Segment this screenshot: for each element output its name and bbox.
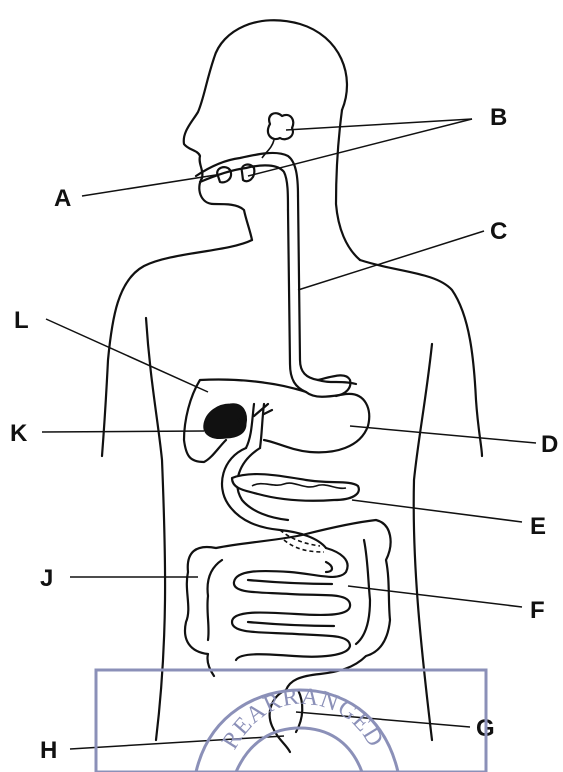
pointer-line-b-1 [286,119,472,130]
gland-duct [262,140,274,158]
label-b: B [490,104,507,131]
neck-back-outline [336,110,360,260]
pointer-line-l [46,319,208,392]
pointer-line-c [298,231,484,290]
label-c: C [490,218,507,245]
pointer-line-k [42,431,204,432]
right-torso-outline [414,344,432,740]
label-d: D [541,431,558,458]
parotid-gland [268,113,293,139]
oesophagus-inner [288,210,306,392]
stomach [264,392,369,452]
left-torso-outline [146,318,165,740]
small-intestine [232,548,350,660]
label-h: H [40,737,57,764]
label-f: F [530,597,545,624]
large-intestine-inner [207,540,370,644]
label-e: E [530,513,546,540]
pointer-line-e [352,500,522,522]
label-a: A [54,185,71,212]
large-intestine [185,520,391,690]
label-l: L [14,307,29,334]
pointer-line-g [296,712,470,727]
label-k: K [10,420,28,447]
pointer-line-f [348,586,522,607]
pointer-line-d [350,426,536,443]
pointer-line-a [82,174,222,196]
watermark-seal-inner [236,728,362,772]
label-j: J [40,565,53,592]
liver-top [318,375,350,396]
chin-neck-outline [199,178,252,240]
oesophagus [298,196,318,380]
